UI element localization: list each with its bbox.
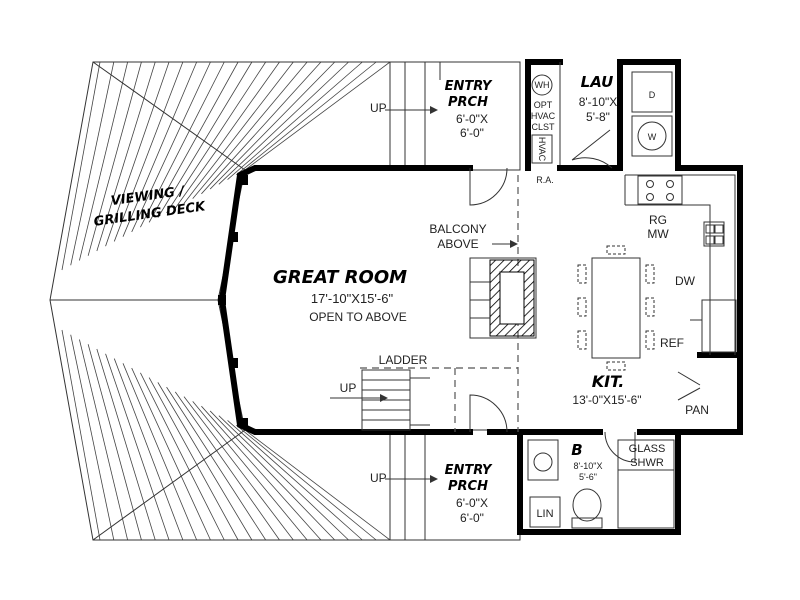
entry-door-top bbox=[469, 167, 508, 206]
laundry-dim-line2: 5'-8" bbox=[586, 110, 610, 124]
kitchen-name: KIT. bbox=[592, 372, 625, 391]
return-air-label: R.A. bbox=[536, 175, 554, 185]
laundry-name: LAU bbox=[581, 73, 614, 91]
laundry-door bbox=[571, 129, 613, 169]
laundry-appliances bbox=[531, 62, 673, 165]
entry-top-dim-line1: 6'-0"X bbox=[456, 112, 488, 126]
dishwasher-label: DW bbox=[675, 274, 696, 288]
kitchen-dim: 13'-0"X15'-6" bbox=[572, 393, 641, 407]
entry-top-dim-line2: 6'-0" bbox=[460, 126, 484, 140]
refrigerator-label: REF bbox=[660, 336, 684, 350]
bath-door bbox=[604, 431, 636, 463]
entry-top-name-line1: ENTRY bbox=[445, 79, 493, 94]
pantry-doors bbox=[677, 371, 701, 401]
bath-dim-line2: 5'-6" bbox=[579, 472, 597, 482]
great-room-note: OPEN TO ABOVE bbox=[309, 310, 407, 324]
entry-porch-top-label: ENTRY PRCH 6'-0"X 6'-0" bbox=[445, 79, 493, 140]
opt-label: OPT bbox=[534, 100, 553, 110]
up-stair-label: UP bbox=[340, 381, 357, 395]
dining-table bbox=[577, 245, 655, 371]
entry-bottom-dim-line1: 6'-0"X bbox=[456, 496, 488, 510]
entry-porch-bottom-label: ENTRY PRCH 6'-0"X 6'-0" bbox=[445, 463, 493, 525]
ladder-stair bbox=[361, 369, 430, 431]
hvac-closet-label-2: CLST bbox=[531, 122, 555, 132]
deck bbox=[49, 61, 391, 541]
pantry-label: PAN bbox=[685, 403, 709, 417]
bath-name: B bbox=[571, 441, 582, 459]
balcony-label-line1: BALCONY bbox=[429, 222, 486, 236]
up-label-top: UP bbox=[370, 101, 387, 115]
range-label: RG bbox=[649, 213, 667, 227]
bath-dim-line1: 8'-10"X bbox=[574, 461, 603, 471]
ladder-label: LADDER bbox=[379, 353, 428, 367]
kitchen-label: KIT. 13'-0"X15'-6" bbox=[572, 372, 641, 407]
great-room-dim: 17'-10"X15'-6" bbox=[311, 291, 394, 306]
hvac-unit-label: HVAC bbox=[537, 137, 547, 162]
deck-label: VIEWING / GRILLING DECK bbox=[93, 184, 207, 230]
kitchen-counters bbox=[624, 174, 737, 355]
dryer-label: D bbox=[649, 90, 656, 100]
balcony-dashed-line bbox=[360, 175, 519, 432]
microwave-label: MW bbox=[647, 227, 669, 241]
up-label-bottom: UP bbox=[370, 471, 387, 485]
water-heater-label: WH bbox=[535, 80, 550, 90]
laundry-label: LAU 8'-10"X 5'-8" bbox=[579, 73, 618, 124]
entry-top-name-line2: PRCH bbox=[448, 95, 488, 110]
entry-bottom-dim-line2: 6'-0" bbox=[460, 511, 484, 525]
washer-label: W bbox=[648, 132, 657, 142]
entry-door-bottom bbox=[469, 394, 508, 433]
bath-label: B 8'-10"X 5'-6" bbox=[571, 441, 602, 482]
deck-boards bbox=[61, 61, 391, 541]
balcony-label-line2: ABOVE bbox=[437, 237, 478, 251]
great-room-name: GREAT ROOM bbox=[273, 267, 407, 288]
fireplace bbox=[469, 257, 537, 339]
glass-shower-label-1: GLASS bbox=[629, 443, 666, 455]
bath-fixtures bbox=[527, 439, 675, 529]
entry-bottom-name-line2: PRCH bbox=[448, 479, 488, 494]
great-room-label: GREAT ROOM 17'-10"X15'-6" OPEN TO ABOVE bbox=[273, 267, 407, 324]
glass-shower-label-2: SHWR bbox=[630, 457, 664, 469]
entry-bottom-name-line1: ENTRY bbox=[445, 463, 493, 478]
wall-columns bbox=[218, 175, 248, 428]
laundry-dim-line1: 8'-10"X bbox=[579, 95, 618, 109]
hvac-closet-label-1: HVAC bbox=[531, 111, 556, 121]
linen-label: LIN bbox=[536, 508, 553, 520]
